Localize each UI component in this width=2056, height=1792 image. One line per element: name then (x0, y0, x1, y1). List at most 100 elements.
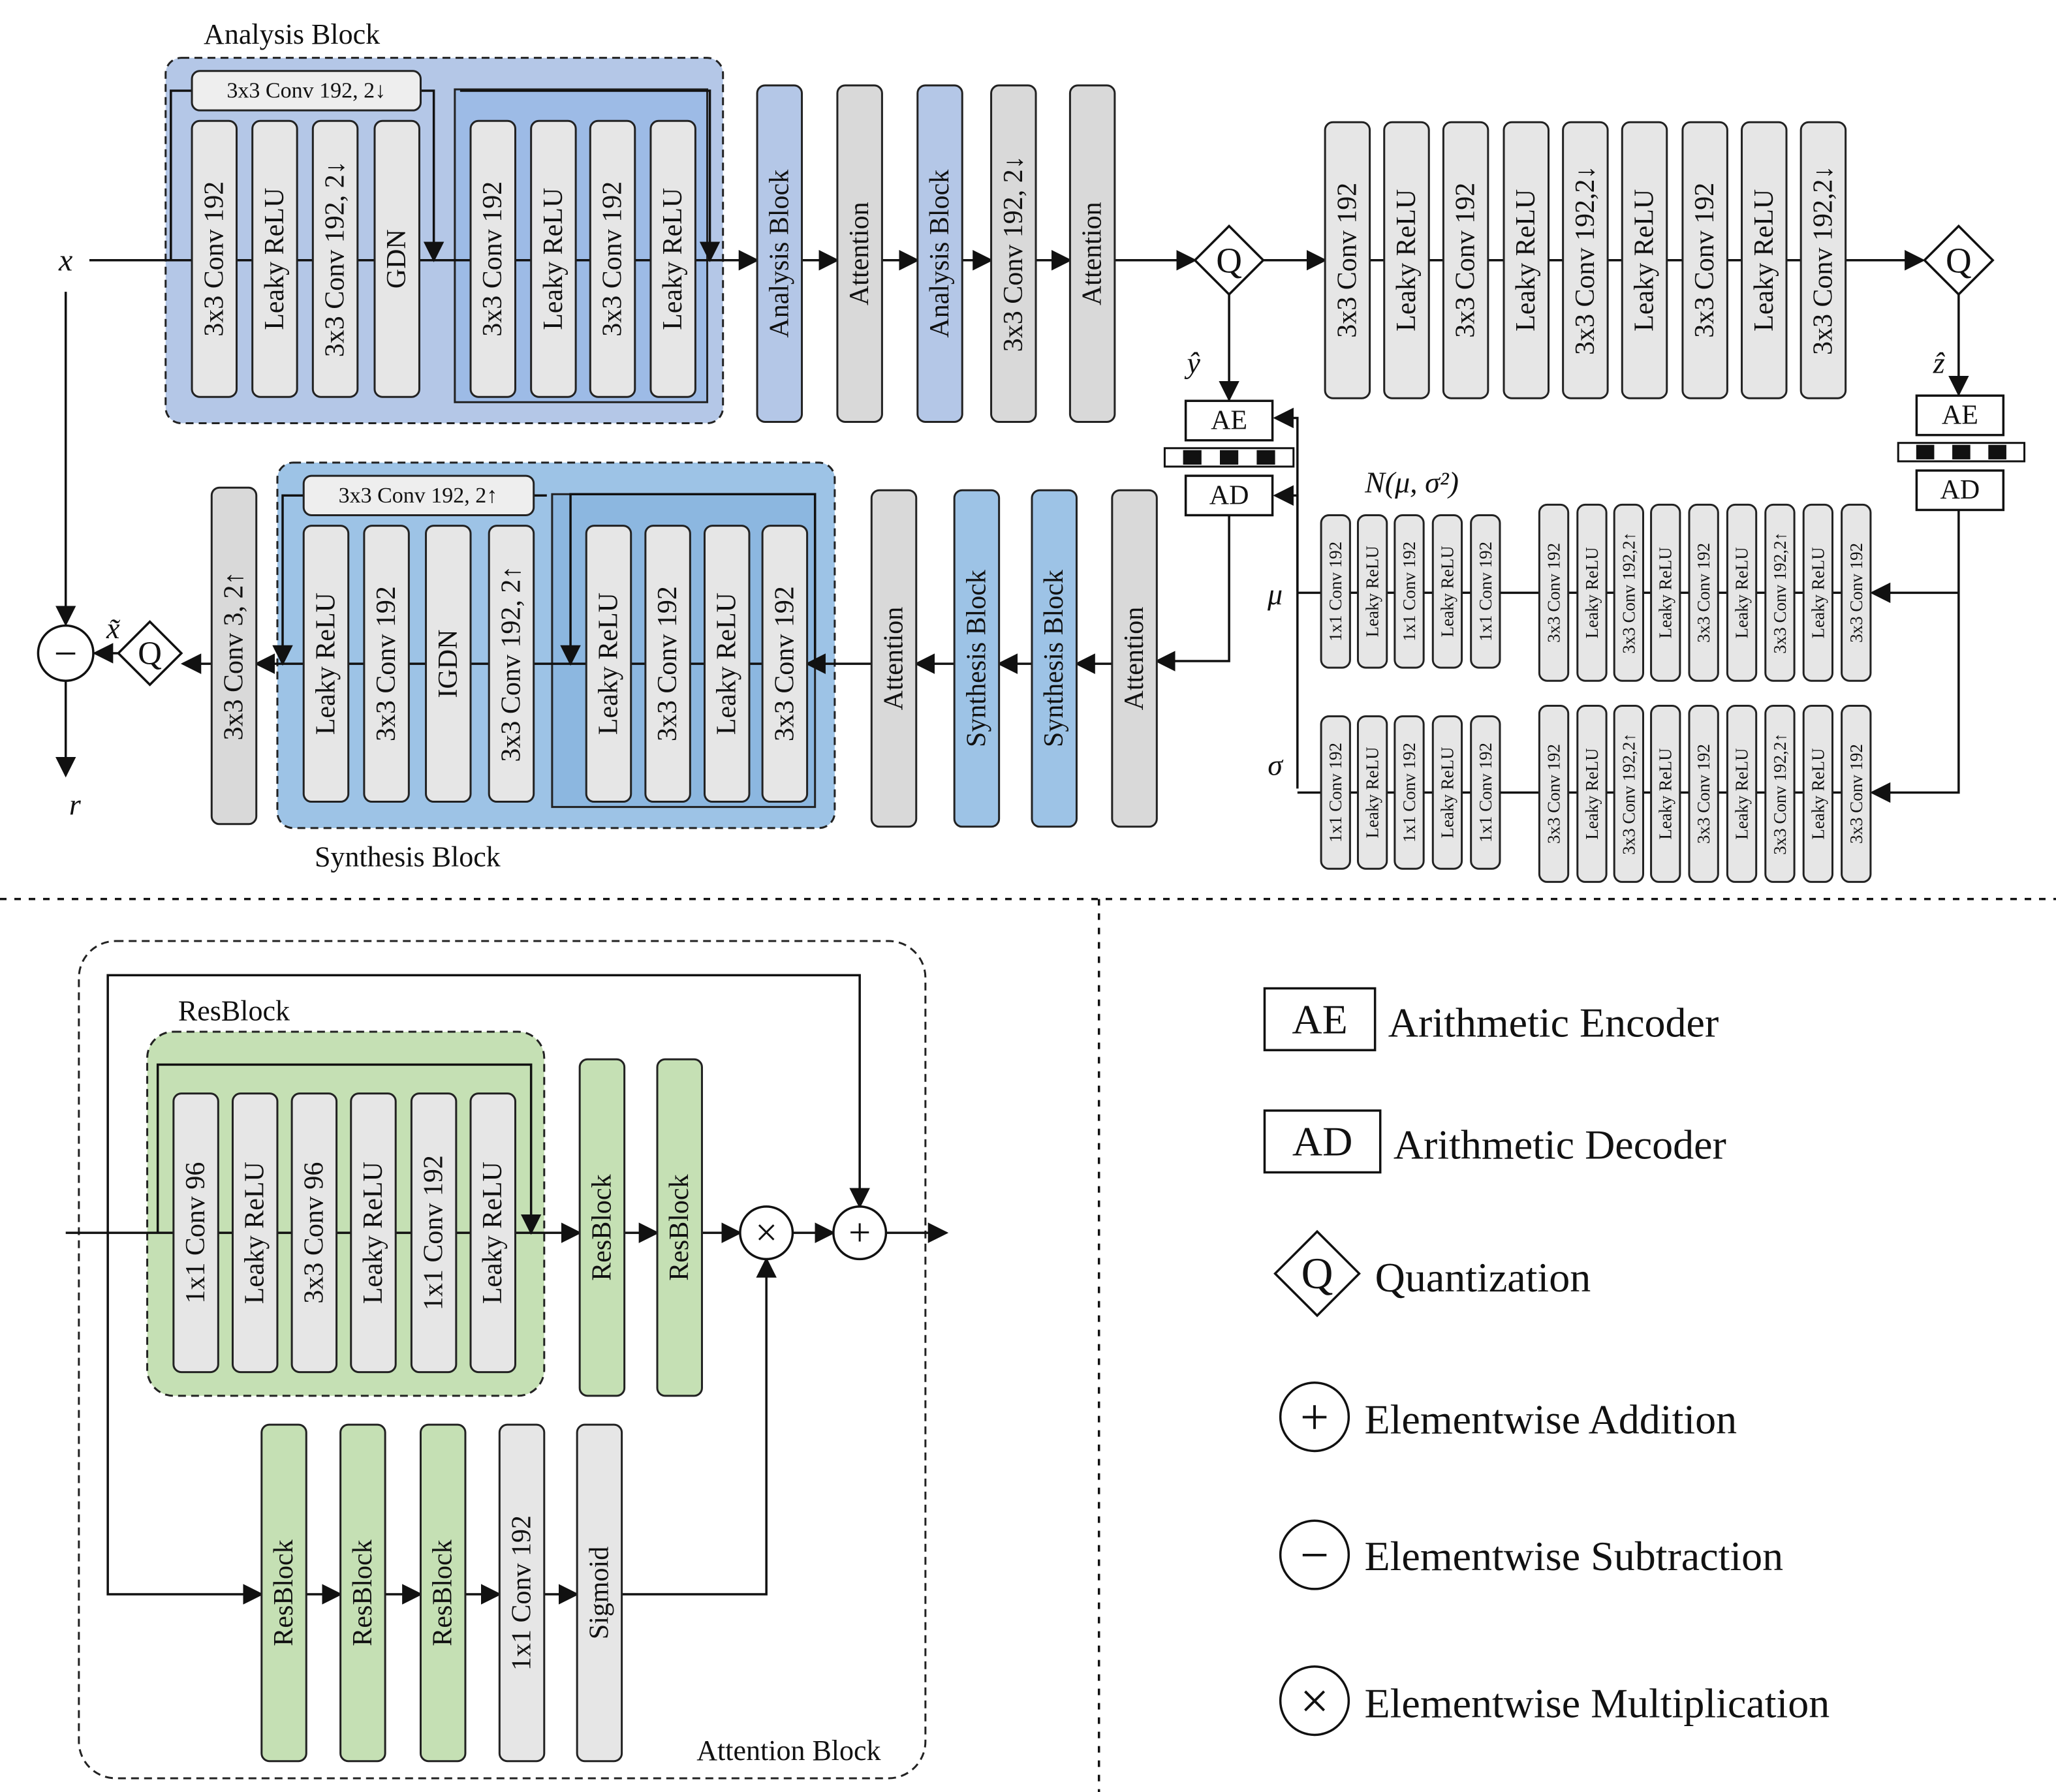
param-sigma-right-3 (1650, 705, 1681, 883)
hyper-encoder-layer-0-label: 3x3 Conv 192 (1332, 183, 1362, 338)
param-sigma-right-0-label: 3x3 Conv 192 (1544, 744, 1564, 844)
resblock-layer-0-label: 1x1 Conv 96 (181, 1162, 211, 1304)
residual-skip (459, 89, 721, 262)
attention-top-resblock-1 (656, 1058, 703, 1397)
analysis-layer-3-label: GDN (382, 229, 412, 288)
decoder-chain-1 (953, 489, 1001, 828)
attention-mask-1 (339, 1423, 386, 1763)
param-sigma-right-8-label: 3x3 Conv 192 (1846, 744, 1866, 844)
sigma-label: σ (1268, 749, 1284, 782)
syn-residual-skip (560, 493, 817, 666)
shortcut-in (170, 89, 193, 260)
ad-main (1184, 474, 1274, 517)
synthesis-shortcut-box (302, 474, 535, 516)
add-node (832, 1205, 888, 1261)
param-sigma-left-0 (1320, 715, 1351, 870)
analysis-shortcut-box (191, 70, 422, 112)
param-mu-left-3-label: Leaky ReLU (1437, 546, 1457, 637)
attention-block-title: Attention Block (696, 1735, 880, 1767)
encoder-chain-3 (990, 84, 1037, 423)
param-mu-left-0-label: 1x1 Conv 192 (1326, 542, 1345, 641)
legend-ae-symbol-label: AE (1292, 996, 1347, 1042)
legend-q-label: Quantization (1375, 1254, 1591, 1301)
legend-ad-symbol-label: AD (1292, 1119, 1352, 1165)
bitstream-main-bit (1183, 450, 1202, 465)
param-sigma-right-7-label: Leaky ReLU (1808, 748, 1828, 839)
hyper-encoder-layer-3-label: Leaky ReLU (1511, 189, 1541, 332)
param-sigma-right-1-label: Leaky ReLU (1582, 748, 1602, 839)
hyper-encoder-layer-1-label: Leaky ReLU (1392, 189, 1422, 332)
resblock-layer-3 (350, 1092, 397, 1374)
synthesis-layer-2-label: IGDN (433, 630, 463, 698)
quantization-hyper-label: Q (1946, 240, 1972, 280)
decoder-chain-1-label: Synthesis Block (961, 570, 991, 747)
param-sigma-right-3-label: Leaky ReLU (1656, 748, 1675, 839)
param-mu-right-8-label: 3x3 Conv 192 (1846, 543, 1866, 643)
distribution-label: N(μ, σ²) (1364, 466, 1459, 499)
param-sigma-right-0 (1538, 705, 1570, 883)
resblock-layer-4 (410, 1092, 458, 1374)
synthesis-layer-5 (644, 525, 691, 803)
synthesis-layer-0 (302, 525, 350, 803)
bitstream-main-bit (1256, 450, 1275, 465)
encoder-chain-4-label: Attention (1078, 202, 1108, 305)
synthesis-layer-6 (704, 525, 751, 803)
param-mu-right-0 (1538, 503, 1570, 682)
legend-add-label: Elementwise Addition (1365, 1397, 1737, 1443)
param-sigma-left-2-label: 1x1 Conv 192 (1399, 743, 1419, 842)
bitstream-main-bit (1219, 450, 1239, 465)
legend-mul-symbol-symbol: × (1300, 1673, 1329, 1729)
legend-q-symbol (1273, 1229, 1361, 1318)
param-mu-right-1-label: Leaky ReLU (1582, 547, 1602, 638)
param-sigma-right-5-label: Leaky ReLU (1732, 748, 1752, 839)
param-sigma-right-4-label: 3x3 Conv 192 (1694, 744, 1713, 844)
hyper-encoder-layer-4-label: 3x3 Conv 192,2↓ (1570, 166, 1600, 356)
hyper-encoder-layer-7-label: Leaky ReLU (1749, 189, 1779, 332)
resblock-layer-0 (172, 1092, 219, 1374)
zhat-label: ẑ (1933, 346, 1946, 379)
hyper-encoder-layer-0 (1324, 121, 1371, 399)
attention-mask-4 (576, 1423, 623, 1763)
param-mu-right-5 (1726, 503, 1758, 682)
quantization-recon-label: Q (138, 635, 162, 672)
encoder-chain-4 (1068, 84, 1116, 423)
param-sigma-left-1 (1356, 715, 1388, 870)
input-x-label: x (58, 243, 72, 277)
attention-top-resblock-1-label: ResBlock (664, 1174, 694, 1280)
ad-to-param-sigma (1869, 510, 1960, 803)
param-mu-right-7 (1802, 503, 1834, 682)
quantization-main (1193, 224, 1265, 296)
sigma-to-ad (1273, 485, 1299, 789)
synthesis-layer-1-label: 3x3 Conv 192 (371, 586, 401, 741)
synthesis-layer-1 (363, 525, 410, 803)
analysis-layer-1 (251, 119, 298, 398)
resblock-layer-5 (469, 1092, 516, 1374)
param-sigma-left-2 (1394, 715, 1425, 870)
multiply-node (739, 1205, 794, 1261)
legend-ad-label: Arithmetic Decoder (1394, 1122, 1726, 1168)
legend-ad-symbol (1263, 1109, 1382, 1174)
attention-mask-3-label: 1x1 Conv 192 (507, 1515, 537, 1671)
legend-ae-label: Arithmetic Encoder (1388, 999, 1719, 1045)
param-mu-right-4 (1688, 503, 1719, 682)
hyper-encoder-layer-7 (1741, 121, 1788, 399)
ae-main-label: AE (1211, 405, 1247, 435)
ae-hyper-label: AE (1942, 400, 1978, 430)
analysis-block-title: Analysis Block (204, 18, 380, 50)
attention-top-resblock-0-label: ResBlock (587, 1174, 617, 1280)
attention-mask-2 (419, 1423, 467, 1763)
attention-mask-2-label: ResBlock (428, 1539, 458, 1646)
decoder-chain-3-label: Attention (1119, 607, 1149, 711)
r-label: r (69, 788, 82, 821)
hyper-encoder-layer-8-label: 3x3 Conv 192,2↓ (1808, 166, 1838, 356)
param-sigma-left-4-label: 1x1 Conv 192 (1476, 743, 1495, 842)
hyper-encoder-layer-5 (1621, 121, 1668, 399)
encoder-chain-0-label: Analysis Block (764, 170, 794, 338)
param-mu-left-1-label: Leaky ReLU (1363, 546, 1382, 637)
hyper-encoder-layer-3 (1503, 121, 1550, 399)
ad-hyper (1915, 469, 2005, 512)
legend-sub-symbol (1279, 1519, 1350, 1590)
encoder-chain-0 (756, 84, 803, 423)
mask-to-mul (621, 1257, 777, 1596)
